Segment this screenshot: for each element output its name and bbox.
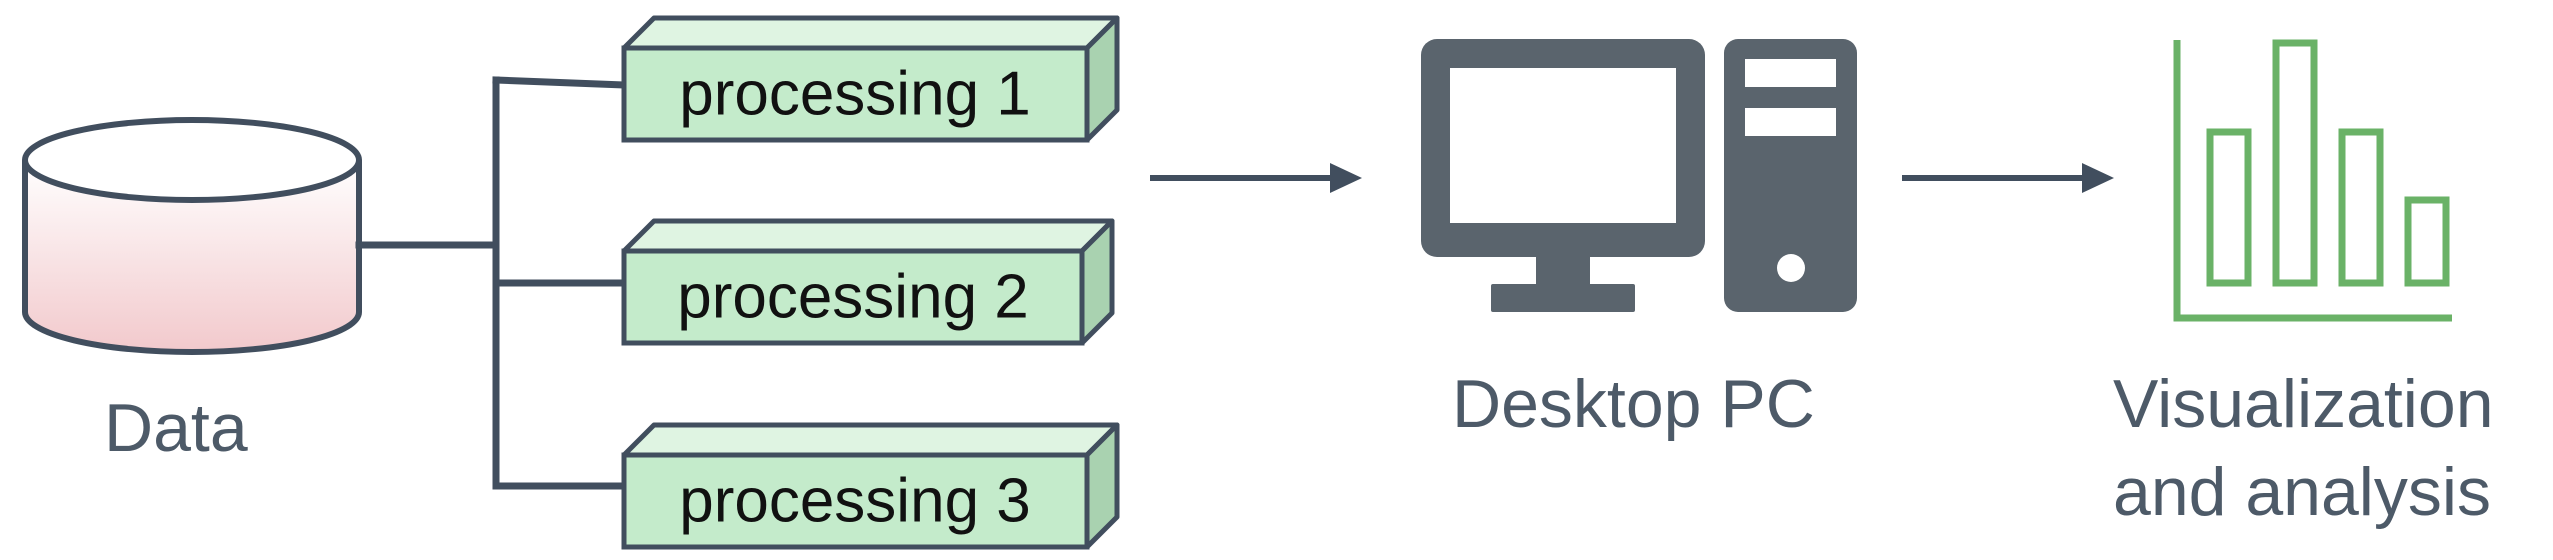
processing-label-2: processing 2 xyxy=(677,263,1029,332)
chart-bar-icon xyxy=(2338,128,2384,287)
desktop-pc-icon xyxy=(1421,39,1857,312)
bar-chart-icon xyxy=(2173,39,2452,322)
processing-box-3: processing 3 xyxy=(621,422,1120,550)
branch-connector xyxy=(355,76,628,490)
visualization-label-line2: and analysis xyxy=(2113,454,2492,530)
tower-icon xyxy=(1724,39,1857,312)
processing-label-3: processing 3 xyxy=(679,467,1031,536)
processing-label-1: processing 1 xyxy=(679,60,1031,129)
processing-box-2: processing 2 xyxy=(621,218,1115,346)
branch-line-1 xyxy=(492,76,628,89)
arrow-to-visualization xyxy=(1902,163,2114,193)
arrow-to-desktop xyxy=(1150,163,1362,193)
data-label: Data xyxy=(104,390,248,466)
database-cylinder-icon xyxy=(22,117,362,355)
chart-bar-icon xyxy=(2404,196,2450,287)
chart-bar-icon xyxy=(2206,128,2252,287)
chart-axes-icon xyxy=(2173,40,2452,322)
desktop-pc-label: Desktop PC xyxy=(1452,366,1815,442)
processing-box-1: processing 1 xyxy=(621,15,1120,143)
chart-bar-icon xyxy=(2272,39,2318,287)
visualization-label-line1: Visualization xyxy=(2113,366,2494,442)
